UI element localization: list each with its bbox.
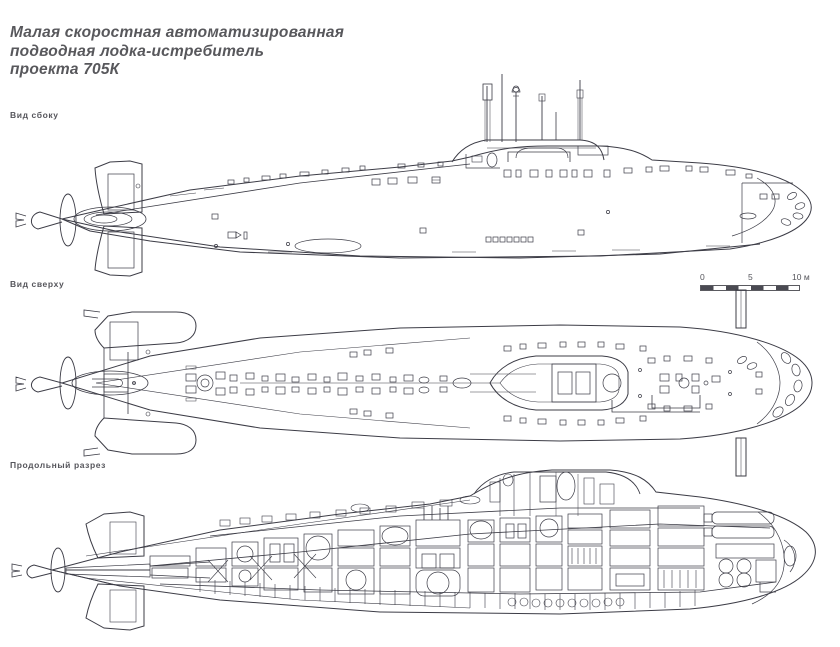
section-hull (51, 469, 816, 615)
view-label-top: Вид сверху (10, 279, 65, 289)
scale-tick-5: 5 (748, 272, 753, 282)
page-title: Малая скоростная автоматизированная подв… (10, 24, 345, 78)
top-centerline-equipment (185, 347, 500, 419)
section-stern-planes (11, 511, 151, 631)
top-hull (60, 324, 813, 442)
view-label-side: Вид сбоку (10, 110, 59, 120)
top-deck-fittings (503, 341, 803, 426)
section-sail (473, 471, 641, 516)
scale-tick-labels: 0 5 10 м (700, 272, 812, 284)
top-stabilizers (735, 289, 747, 477)
side-masts (482, 74, 584, 142)
section-machinery (66, 495, 777, 610)
side-stern-planes (15, 160, 147, 277)
side-sail (451, 139, 609, 169)
scale-tick-10: 10 м (792, 272, 810, 282)
scale-tick-0: 0 (700, 272, 705, 282)
scale-bar-graphic (700, 285, 800, 291)
section-bow-sonar (783, 539, 797, 573)
section-decks (149, 507, 777, 595)
scale-bar: 0 5 10 м (700, 272, 812, 291)
view-label-section: Продольный разрез (10, 460, 106, 470)
side-deck-fittings (169, 161, 806, 254)
top-stern-planes (15, 309, 197, 457)
top-sail (470, 355, 629, 411)
